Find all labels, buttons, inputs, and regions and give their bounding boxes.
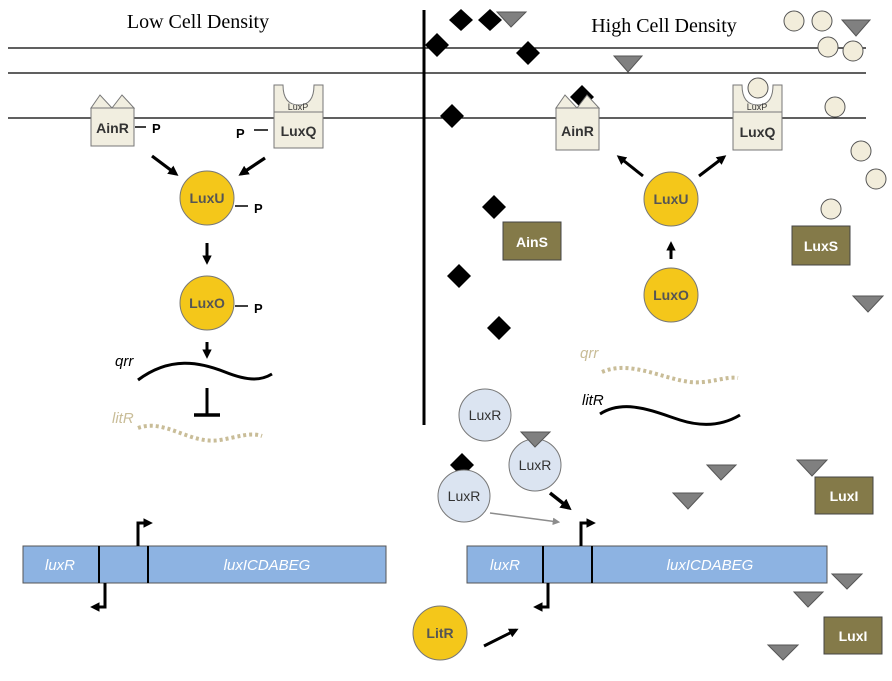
gene-luxr-label-left: luxR: [45, 557, 75, 574]
promoter-arrow-right-left: [136, 518, 153, 546]
promoter-arrow-right-right: [579, 518, 596, 546]
luxr-label: LuxR: [469, 407, 502, 423]
qrr-label-right: qrr: [580, 345, 599, 362]
arrow-luxu-to-luxq: [698, 155, 727, 178]
luxo-protein-right: LuxO: [643, 267, 699, 323]
luxp-label: LuxP: [747, 102, 768, 112]
gene-luxr-label-right: luxR: [490, 557, 520, 574]
gene-operon-label-right: luxICDABEG: [667, 557, 754, 574]
luxo-label: LuxO: [189, 295, 225, 311]
phospho-label: P: [236, 126, 245, 141]
qrr-rna-right: [601, 366, 739, 385]
luxu-label: LuxU: [190, 190, 225, 206]
ains-synthase: AinS: [502, 221, 562, 261]
litr-label: LitR: [426, 625, 453, 641]
heading-low-density: Low Cell Density: [127, 11, 269, 33]
gene-bar-left: luxR luxICDABEG: [22, 545, 387, 584]
gene-bar-right: luxR luxICDABEG: [466, 545, 828, 584]
triangle-autoinducers: [495, 11, 885, 661]
phospho-label: P: [152, 121, 161, 136]
luxr-protein-triangle-bound: LuxR: [508, 431, 562, 492]
phospho-label: P: [254, 301, 263, 316]
qrr-label-left: qrr: [115, 353, 134, 370]
litr-protein: LitR: [412, 605, 468, 661]
qrr-rna-left: [137, 361, 273, 382]
luxu-protein-left: LuxU: [179, 170, 235, 226]
promoter-arrow-left-left: [90, 583, 107, 612]
luxr-label: LuxR: [519, 457, 552, 473]
litr-rna-right: [599, 405, 741, 426]
phospho-label: P: [254, 201, 263, 216]
ainr-receptor-right: AinR: [555, 94, 601, 151]
circle-autoinducers: [783, 10, 887, 220]
arrow-luxq-to-luxu: [238, 156, 266, 176]
ains-label: AinS: [516, 234, 548, 250]
luxq-label: LuxQ: [281, 123, 317, 139]
ainr-receptor-left: AinR: [90, 94, 136, 147]
luxr-label: LuxR: [448, 488, 481, 504]
litr-label-right: litR: [582, 392, 604, 409]
arrow-luxu-to-ainr: [616, 155, 644, 178]
luxr-protein: LuxR: [458, 388, 512, 442]
arrow-ainr-to-luxu: [151, 154, 179, 176]
heading-high-density: High Cell Density: [591, 15, 737, 37]
luxi-label: LuxI: [839, 628, 868, 644]
luxi-label: LuxI: [830, 488, 859, 504]
luxi-synthase-2: LuxI: [823, 616, 883, 655]
luxs-label: LuxS: [804, 238, 838, 254]
luxu-protein-right: LuxU: [643, 171, 699, 227]
gene-operon-label-left: luxICDABEG: [224, 557, 311, 574]
luxr-protein-diamond-bound: LuxR: [437, 469, 491, 523]
luxp-label: LuxP: [288, 102, 309, 112]
luxq-receptor-left: LuxP LuxQ: [273, 84, 324, 149]
ainr-label: AinR: [561, 123, 594, 139]
luxi-synthase: LuxI: [814, 476, 874, 515]
arrow-litr-to-promoter: [483, 628, 519, 648]
luxo-label: LuxO: [653, 287, 689, 303]
litr-label-left: litR: [112, 410, 134, 427]
arrow-luxr-weak-activation: [489, 512, 561, 526]
luxo-protein-left: LuxO: [179, 275, 235, 331]
litr-rna-left: [137, 423, 263, 443]
ainr-label: AinR: [96, 120, 129, 136]
luxq-receptor-right: LuxP LuxQ: [732, 77, 783, 151]
luxs-synthase: LuxS: [791, 225, 851, 266]
luxu-label: LuxU: [654, 191, 689, 207]
luxq-label: LuxQ: [740, 124, 776, 140]
promoter-arrow-left-right: [533, 583, 550, 612]
arrow-luxr-activation: [548, 491, 572, 511]
